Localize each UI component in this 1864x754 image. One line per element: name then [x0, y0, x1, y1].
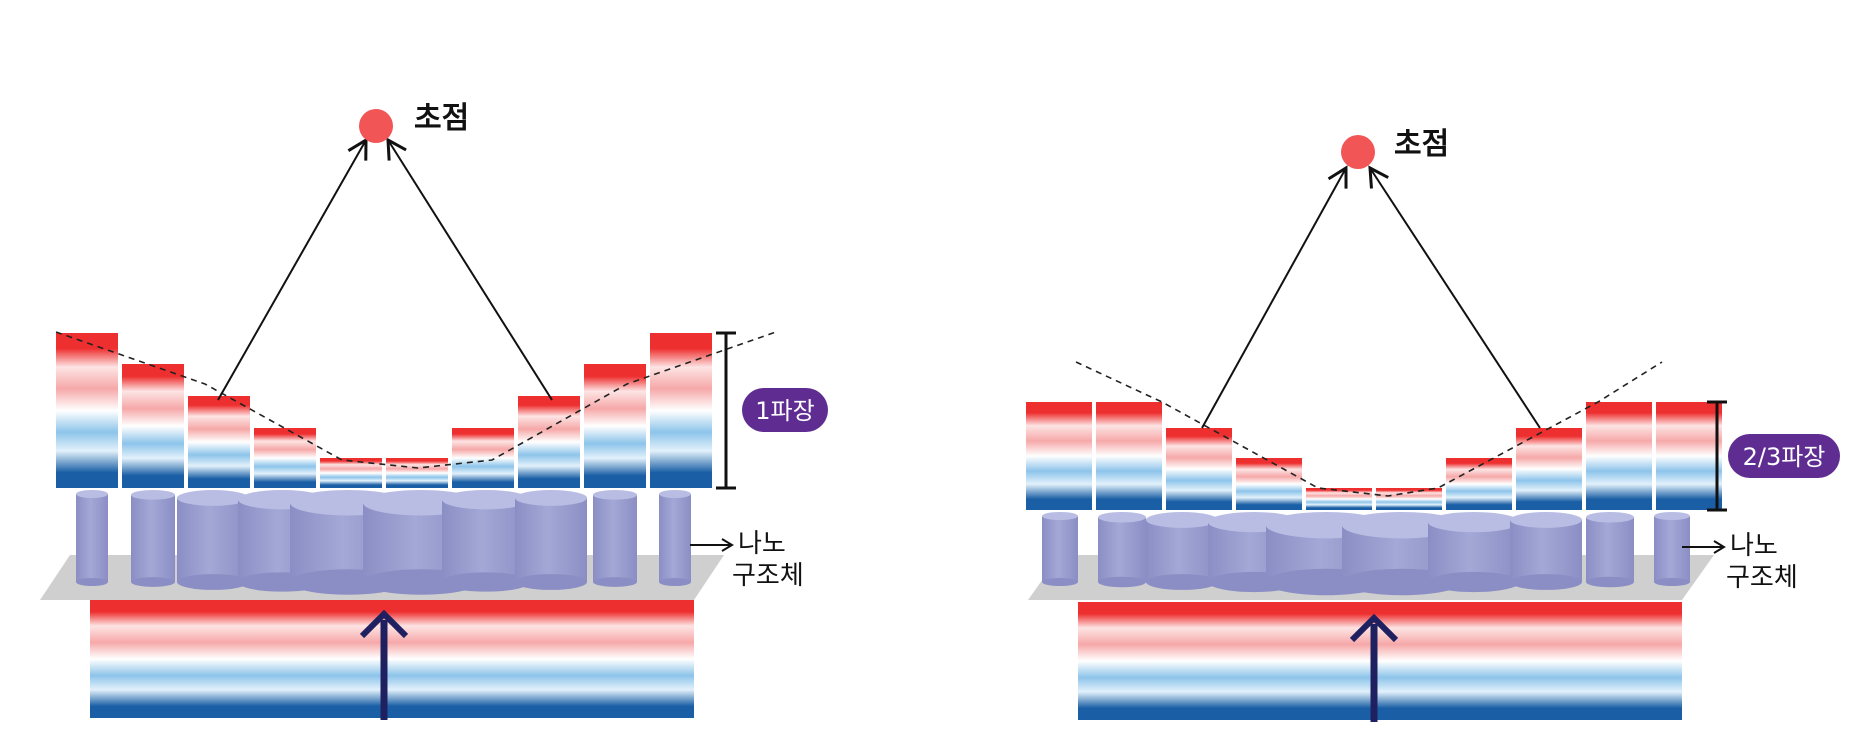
focus-label: 초점 — [414, 101, 469, 136]
nano-label-line2: 구조체 — [732, 561, 804, 591]
incident-up-arrow — [1349, 613, 1399, 722]
wave-block — [1236, 458, 1302, 510]
wave-block — [584, 364, 646, 488]
ray-right — [386, 137, 553, 401]
wave-block — [1656, 402, 1722, 510]
wavelength-badge-label: 1파장 — [755, 397, 814, 425]
nano-pillar — [76, 490, 108, 586]
nano-pillar — [131, 490, 175, 587]
wavelength-badge-label: 2/3파장 — [1743, 443, 1826, 471]
nano-pillar — [1098, 512, 1146, 588]
focus-label: 초점 — [1394, 127, 1449, 162]
nano-pillar — [593, 490, 637, 587]
wavefront-dashed-line — [55, 331, 777, 469]
focus-point — [359, 109, 393, 143]
output-wave-blocks — [56, 333, 712, 488]
nano-label-line1: 나노 — [1730, 531, 1778, 561]
wave-block — [1586, 402, 1652, 510]
wave-block — [188, 396, 250, 488]
output-wave-blocks — [1026, 402, 1722, 510]
incident-wave — [90, 600, 694, 718]
ray-right — [1368, 165, 1541, 429]
nano-pillar — [515, 490, 587, 590]
wave-block — [1166, 428, 1232, 510]
nano-label-line1: 나노 — [738, 529, 786, 559]
wavelength-badge — [742, 388, 828, 432]
nano-label-line2: 구조체 — [1726, 563, 1798, 593]
focus-point — [1341, 135, 1375, 169]
nano-pillar — [1428, 512, 1520, 593]
wave-block — [1376, 488, 1442, 510]
incident-wave — [1078, 602, 1682, 720]
nano-pillar — [659, 490, 691, 586]
incident-up-arrow — [359, 609, 409, 720]
wave-block — [518, 396, 580, 488]
nano-pillar — [177, 490, 249, 590]
ray-left — [1201, 165, 1348, 429]
nano-pillar — [1146, 511, 1218, 590]
wave-block — [452, 428, 514, 488]
nano-pillar — [1586, 512, 1634, 588]
wave-block — [1516, 428, 1582, 510]
wave-block — [650, 333, 712, 488]
wave-block — [1306, 488, 1372, 510]
nano-structure-annotation: 나노 구조체 — [1682, 531, 1798, 593]
incident-wave-band — [1078, 602, 1682, 720]
wavelength-bracket — [716, 331, 736, 490]
panel-one-wavelength: 초점 1파장 나노 구조체 — [40, 101, 828, 720]
incident-wave-band — [90, 600, 694, 718]
nano-pillars — [1042, 511, 1690, 596]
wavefront-dashed-line — [1075, 361, 1663, 497]
ray-left — [217, 137, 368, 401]
wavelength-bracket — [1707, 400, 1727, 512]
wave-block — [1096, 402, 1162, 510]
nano-pillars — [76, 490, 691, 595]
nano-pillar — [1510, 511, 1582, 590]
wave-block — [1026, 402, 1092, 510]
wavelength-badge — [1728, 434, 1840, 478]
wave-block — [254, 428, 316, 488]
wave-block — [56, 333, 118, 488]
nano-structure-annotation: 나노 구조체 — [690, 529, 804, 591]
nano-pillar — [1042, 512, 1078, 586]
wave-block — [386, 458, 448, 488]
wave-block — [122, 364, 184, 488]
panel-two-thirds-wavelength: 초점 2/3파장 나노 구조체 — [1026, 127, 1840, 722]
nano-pillar — [1654, 512, 1690, 586]
